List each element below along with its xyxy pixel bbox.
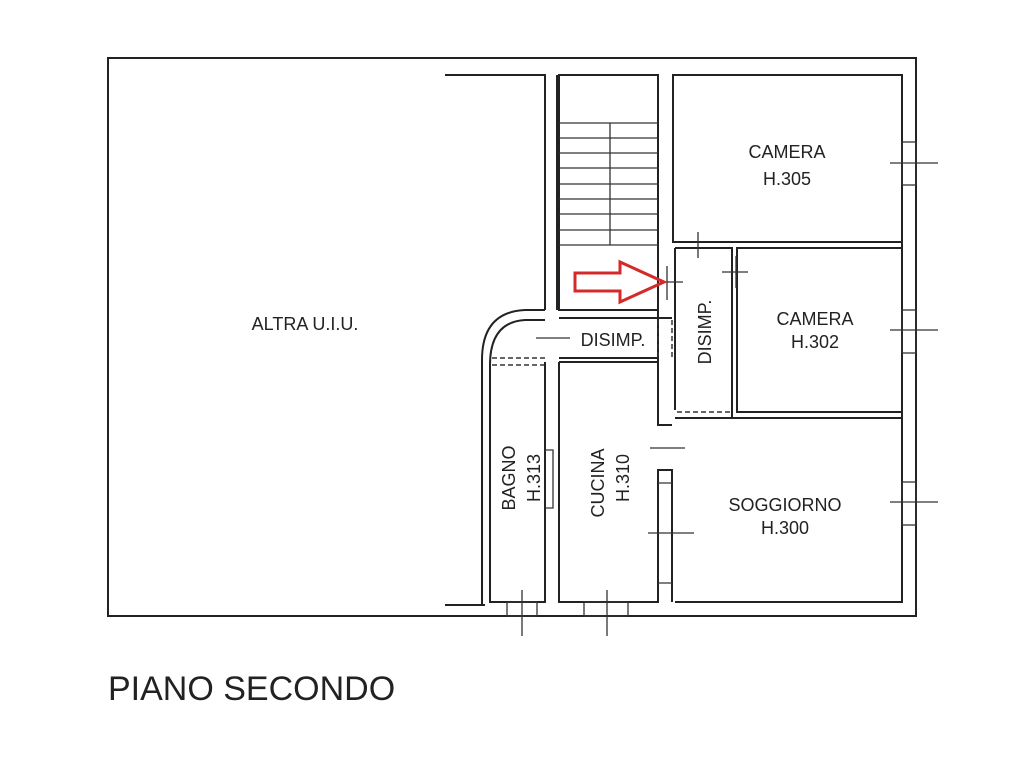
label-camera1: CAMERA (748, 142, 825, 162)
red-arrow-icon (573, 259, 668, 305)
label-disimp-h: DISIMP. (581, 330, 646, 350)
kitchen-partition (650, 447, 685, 584)
room-disimp-vertical (657, 247, 733, 426)
windows (506, 141, 938, 636)
label-cucina-h: H.310 (613, 454, 633, 502)
label-camera2: CAMERA (776, 309, 853, 329)
plan-title: PIANO SECONDO (108, 670, 395, 708)
label-disimp-v: DISIMP. (695, 300, 715, 365)
label-bagno: BAGNO (499, 445, 519, 510)
label-camera1-h: H.305 (763, 169, 811, 189)
opening-dashed-2 (492, 320, 673, 366)
door-marks (536, 232, 748, 534)
label-soggiorno-h: H.300 (761, 518, 809, 538)
room-cucina (558, 361, 673, 603)
room-bagno (481, 309, 546, 605)
label-camera2-h: H.302 (791, 332, 839, 352)
bagno-niche (545, 449, 554, 509)
stairwell (558, 74, 659, 311)
label-bagno-h: H.313 (524, 454, 544, 502)
room-disimp-horizontal (559, 317, 672, 359)
label-cucina: CUCINA (588, 448, 608, 517)
unit-boundary-wall (445, 74, 558, 606)
label-soggiorno: SOGGIORNO (728, 495, 841, 515)
room-camera-302 (736, 247, 903, 413)
label-altra: ALTRA U.I.U. (252, 314, 359, 334)
